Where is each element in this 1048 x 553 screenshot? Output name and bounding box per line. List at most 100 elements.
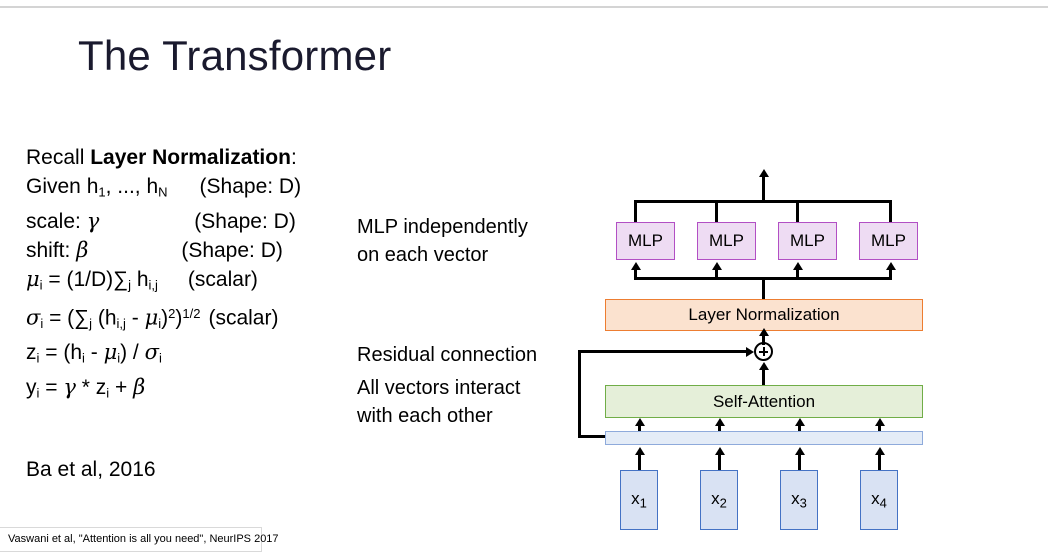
y-symbol: y bbox=[26, 376, 37, 399]
sigma-mu: μ bbox=[144, 305, 159, 330]
layernorm-to-mlp-stem bbox=[762, 277, 765, 301]
formula-sigma: σi = (∑j (hi,j - μi)2)1/2(scalar) bbox=[26, 299, 356, 338]
transformer-block-diagram: MLP MLP MLP MLP Layer Normalization bbox=[560, 169, 980, 540]
z-sub: i bbox=[36, 351, 40, 366]
layer-normalization-label: Layer Normalization bbox=[688, 305, 840, 324]
mlp-output-bus bbox=[634, 200, 892, 203]
residual-path-vertical bbox=[578, 350, 581, 438]
shape-d-3: (Shape: D) bbox=[181, 238, 283, 262]
sigma-eq-1: = (∑ bbox=[43, 306, 90, 330]
sigma-eq-3: - bbox=[125, 306, 145, 330]
input-x3-sub: 3 bbox=[799, 495, 807, 511]
input-x1-base: x bbox=[631, 489, 640, 509]
self-attention-box[interactable]: Self-Attention bbox=[605, 385, 923, 418]
z-eq-2: - bbox=[84, 341, 104, 365]
input-vector-bar bbox=[605, 431, 923, 445]
given-mid: , ..., h bbox=[105, 175, 159, 198]
selfattention-to-plus-shaft bbox=[762, 369, 765, 387]
sigma-sub: i bbox=[40, 316, 44, 332]
input-box-x3-label: x3 bbox=[791, 489, 807, 511]
mlp-input-arrow-2 bbox=[711, 262, 722, 270]
mu-sub: i bbox=[39, 277, 43, 293]
sigma-square: 2 bbox=[168, 306, 176, 322]
scale-label: scale: bbox=[26, 209, 87, 233]
mu-h-sub: i,j bbox=[148, 277, 158, 293]
bar-to-sa-arrowhead-3 bbox=[794, 418, 805, 426]
sigma-h-sub: i,j bbox=[116, 316, 126, 332]
mlp-box-1[interactable]: MLP bbox=[616, 222, 675, 260]
mlp-input-rise-1 bbox=[634, 269, 637, 280]
shape-d-1: (Shape: D) bbox=[199, 175, 302, 198]
input-to-bar-arrowhead-3 bbox=[794, 447, 805, 455]
mlp-box-4[interactable]: MLP bbox=[859, 222, 918, 260]
top-divider-rule bbox=[0, 6, 1048, 8]
sigma-symbol: σ bbox=[26, 305, 41, 330]
output-arrow-head bbox=[758, 169, 769, 177]
input-x4-sub: 4 bbox=[879, 495, 887, 511]
beta-symbol: β bbox=[76, 237, 89, 262]
given-sub-1: 1 bbox=[98, 184, 106, 200]
z-sigma: σ bbox=[144, 340, 159, 365]
input-x2-sub: 2 bbox=[719, 495, 727, 511]
self-attention-label: Self-Attention bbox=[712, 391, 816, 411]
formula-z: zi = (hi - μi) / σi bbox=[26, 338, 356, 373]
formula-shift: shift: β(Shape: D) bbox=[26, 236, 356, 265]
input-to-bar-arrowhead-1 bbox=[634, 447, 645, 455]
input-to-bar-arrowhead-2 bbox=[714, 447, 725, 455]
selfattention-to-plus-arrowhead bbox=[758, 362, 769, 370]
mlp-input-arrow-4 bbox=[885, 262, 896, 270]
sigma-sum-sub: j bbox=[89, 316, 93, 332]
mlp-input-rise-3 bbox=[796, 269, 799, 280]
plus-to-layernorm-shaft bbox=[762, 335, 765, 345]
scalar-2: (scalar) bbox=[208, 306, 279, 330]
input-to-bar-shaft-3 bbox=[798, 454, 801, 471]
input-box-x1[interactable]: x1 bbox=[620, 470, 658, 530]
sigma-eq-5: ) bbox=[175, 306, 183, 330]
mu-h: h bbox=[131, 267, 149, 291]
heading-prefix: Recall bbox=[26, 146, 91, 169]
mlp-box-2-label: MLP bbox=[709, 231, 744, 250]
note-mlp-independently: MLP independently on each vector bbox=[357, 213, 528, 269]
note-residual-connection: Residual connection bbox=[357, 344, 538, 366]
sigma-half-power: 1/2 bbox=[182, 306, 201, 322]
input-box-x4-label: x4 bbox=[871, 489, 887, 511]
mlp-output-drop-1 bbox=[634, 200, 637, 222]
input-box-x2[interactable]: x2 bbox=[700, 470, 738, 530]
given-sub-n: N bbox=[158, 184, 168, 200]
mlp-box-1-label: MLP bbox=[628, 231, 663, 250]
mlp-output-drop-2 bbox=[715, 200, 718, 222]
y-eq-3: + bbox=[109, 376, 134, 399]
input-box-x4[interactable]: x4 bbox=[860, 470, 898, 530]
sigma-eq-2: (h bbox=[92, 306, 117, 330]
residual-path-arrowhead bbox=[746, 346, 754, 357]
z-eq-1: = (h bbox=[39, 341, 82, 365]
shape-d-2: (Shape: D) bbox=[194, 209, 296, 233]
formula-given: Given h1, ..., hN(Shape: D) bbox=[26, 172, 356, 207]
input-x4-base: x bbox=[871, 489, 880, 509]
heading-bold: Layer Normalization bbox=[90, 146, 291, 169]
input-to-bar-arrowhead-4 bbox=[874, 447, 885, 455]
input-to-bar-shaft-4 bbox=[878, 454, 881, 471]
citation-text: Vaswani et al, "Attention is all you nee… bbox=[8, 533, 279, 545]
residual-path-top bbox=[578, 350, 748, 353]
bar-to-sa-shaft-4 bbox=[878, 425, 881, 434]
bar-to-sa-arrowhead-2 bbox=[714, 418, 725, 426]
residual-add-icon bbox=[754, 342, 773, 361]
mlp-box-3[interactable]: MLP bbox=[778, 222, 837, 260]
bar-to-sa-arrowhead-1 bbox=[634, 418, 645, 426]
input-box-x3[interactable]: x3 bbox=[780, 470, 818, 530]
mu-symbol: μ bbox=[26, 266, 40, 291]
layer-normalization-box[interactable]: Layer Normalization bbox=[605, 299, 923, 331]
mlp-box-2[interactable]: MLP bbox=[697, 222, 756, 260]
input-to-bar-shaft-2 bbox=[718, 454, 721, 471]
input-box-x2-label: x2 bbox=[711, 489, 727, 511]
mlp-input-rise-4 bbox=[889, 269, 892, 280]
note-mlp-line-2: on each vector bbox=[357, 244, 489, 266]
y-eq-1: = bbox=[39, 376, 64, 399]
gamma-symbol: γ bbox=[86, 208, 100, 233]
note-mlp-line-1: MLP independently bbox=[357, 216, 528, 238]
y-gamma: γ bbox=[63, 375, 76, 399]
formula-scale: scale: γ (Shape: D) bbox=[26, 207, 356, 236]
mlp-box-4-label: MLP bbox=[871, 231, 906, 250]
